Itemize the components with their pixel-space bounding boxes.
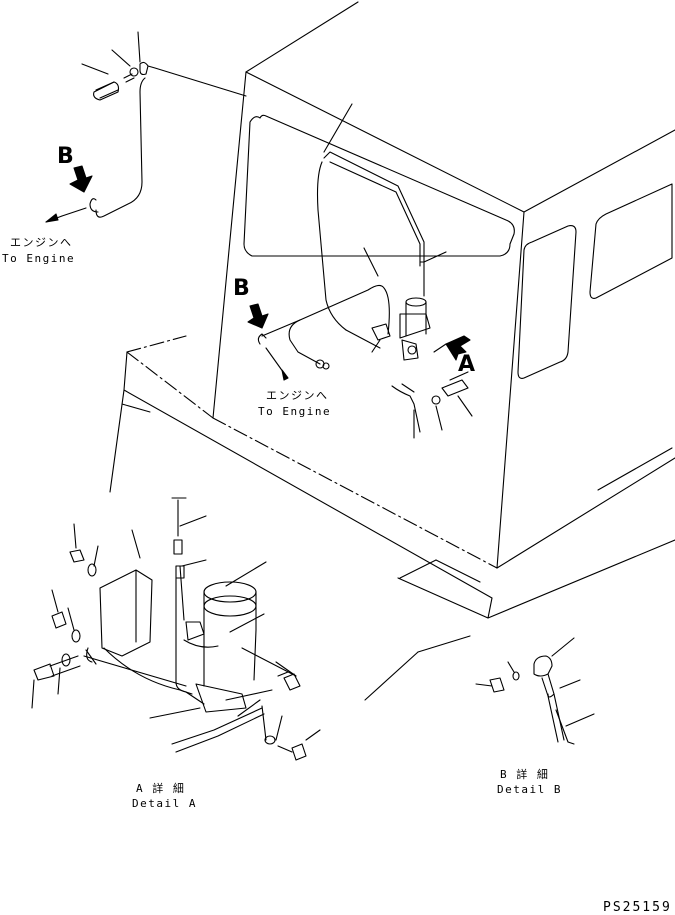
detail-b-title-en: Detail B <box>497 783 562 796</box>
to-engine-en-1: To Engine <box>2 252 76 265</box>
view-b-label-mid: B <box>233 276 250 301</box>
detail-b-assembly <box>475 637 595 745</box>
view-arrows <box>45 165 471 361</box>
view-a-arrow <box>445 335 471 361</box>
upper-bolts <box>81 31 473 439</box>
detail-a-assembly <box>31 497 321 761</box>
fuel-line-harness <box>61 65 425 381</box>
view-a-label: A <box>458 352 476 377</box>
view-b-arrow-mid <box>247 303 269 329</box>
detail-a-title-en: Detail A <box>132 797 197 810</box>
to-engine-jp-2: エンジンへ <box>266 389 329 402</box>
to-engine-en-2: To Engine <box>258 405 332 418</box>
view-b-label-top: B <box>57 144 74 169</box>
detail-b-title-jp: B 詳 細 <box>500 768 550 781</box>
leader-lines <box>323 103 447 277</box>
view-b-arrow-top <box>69 165 93 193</box>
to-engine-jp-1: エンジンへ <box>10 236 73 249</box>
detail-a-title-jp: A 詳 細 <box>136 782 186 795</box>
drawing-number: PS25159 <box>603 900 672 915</box>
cab-outline <box>109 1 675 701</box>
fuel-pump-upper <box>371 261 431 361</box>
